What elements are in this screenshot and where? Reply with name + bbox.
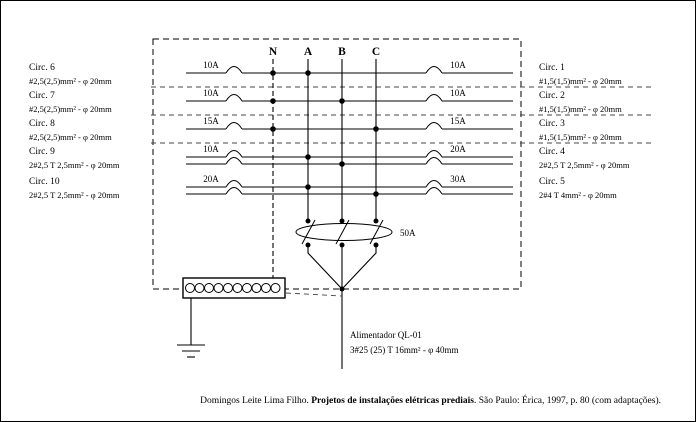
circuit-name: Circ. 10 xyxy=(29,177,60,187)
breaker-icon xyxy=(225,180,443,188)
right-breaker-rating-2: 10A xyxy=(450,88,466,98)
circuit-name: Circ. 7 xyxy=(29,91,55,101)
circuit-name: Circ. 1 xyxy=(539,63,565,73)
circuit-name: Circ. 4 xyxy=(539,147,565,157)
circuit-name: Circ. 3 xyxy=(539,119,565,129)
bus-label-phase-a: A xyxy=(304,46,313,58)
right-breaker-rating-1: 10A xyxy=(450,60,466,70)
neutral-bar xyxy=(182,277,286,299)
panel-boundary xyxy=(152,38,522,290)
bus-label-phase-b: B xyxy=(338,46,346,58)
feeder-label-line1: Alimentador QL-01 xyxy=(350,330,422,340)
left-breaker-rating-4: 10A xyxy=(203,144,219,154)
circuit-row-lines xyxy=(186,66,513,195)
circuit-name: Circ. 2 xyxy=(539,91,565,101)
left-breaker-rating-2: 10A xyxy=(203,88,219,98)
main-breaker-body xyxy=(295,223,393,241)
feeder-label-line2: 3#25 (25) T 16mm² - φ 40mm xyxy=(350,345,459,355)
breaker-icon xyxy=(225,66,443,74)
bus-lines xyxy=(272,59,377,278)
circuit-spec: #2,5(2,5)mm² - φ 20mm xyxy=(29,132,112,142)
circuit-spec: #1,5(1,5)mm² - φ 20mm xyxy=(539,132,622,142)
main-breaker: 50A xyxy=(295,219,416,245)
right-breaker-rating-3: 15A xyxy=(450,116,466,126)
citation: Domingos Leite Lima Filho. Projetos de i… xyxy=(200,396,661,406)
breaker-icon xyxy=(225,122,443,130)
bus-label-phase-c: C xyxy=(372,46,380,58)
main-breaker-rating: 50A xyxy=(400,228,416,238)
left-breaker-rating-3: 15A xyxy=(203,116,219,126)
citation-publisher: . São Paulo: Érica, 1997, p. 80 (com ada… xyxy=(473,396,661,406)
circuit-spec: 2#2,5 T 2,5mm² - φ 20mm xyxy=(29,160,120,170)
neutral-to-feeder-dash xyxy=(285,292,343,297)
circuit-spec: 2#2,5 T 2,5mm² - φ 20mm xyxy=(539,160,630,170)
breaker-icon xyxy=(225,157,443,165)
citation-book-title: Projetos de instalações elétricas predia… xyxy=(311,396,474,406)
connection-dots xyxy=(270,70,379,292)
citation-author: Domingos Leite Lima Filho. xyxy=(200,396,312,406)
right-circuit-labels: Circ. 1 #1,5(1,5)mm² - φ 20mm Circ. 2 #1… xyxy=(539,63,630,200)
circuit-spec: 2#4 T 4mm² - φ 20mm xyxy=(539,190,617,200)
circuit-spec: #2,5(2,5)mm² - φ 20mm xyxy=(29,104,112,114)
circuit-spec: #1,5(1,5)mm² - φ 20mm xyxy=(539,104,622,114)
left-circuit-labels: Circ. 6 #2,5(2,5)mm² - φ 20mm Circ. 7 #2… xyxy=(29,63,120,200)
circuit-spec: #1,5(1,5)mm² - φ 20mm xyxy=(539,76,622,86)
right-breaker-rating-5: 30A xyxy=(450,174,466,184)
bus-label-neutral: N xyxy=(269,46,278,58)
left-breaker-rating-5: 20A xyxy=(203,174,219,184)
breaker-icon xyxy=(225,150,443,158)
circuit-name: Circ. 6 xyxy=(29,63,55,73)
circuit-name: Circ. 9 xyxy=(29,147,55,157)
breaker-icon xyxy=(225,187,443,195)
left-breaker-rating-1: 10A xyxy=(203,60,219,70)
circuit-spec: 2#2,5 T 2,5mm² - φ 20mm xyxy=(29,190,120,200)
row-separator-dashes xyxy=(151,86,653,144)
breaker-icon xyxy=(225,94,443,102)
circuit-spec: #2,5(2,5)mm² - φ 20mm xyxy=(29,76,112,86)
circuit-name: Circ. 5 xyxy=(539,177,565,187)
ground-symbol xyxy=(177,298,205,358)
feeder-lines xyxy=(285,245,377,369)
right-breaker-rating-4: 20A xyxy=(450,144,466,154)
circuit-name: Circ. 8 xyxy=(29,119,55,129)
